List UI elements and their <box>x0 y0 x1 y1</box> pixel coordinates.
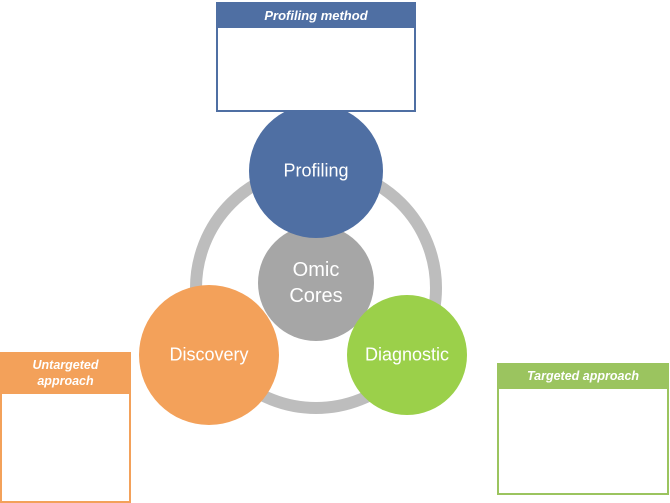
profiling-circle <box>249 104 383 238</box>
discovery-circle <box>139 285 279 425</box>
untargeted-title-line2: approach <box>37 374 94 388</box>
profiling-method-title: Profiling method <box>218 4 414 28</box>
profiling-label: Profiling <box>283 160 349 181</box>
center-line1: Omic <box>292 259 340 281</box>
diagnostic-label: Diagnostic <box>364 344 450 365</box>
discovery-label: Discovery <box>169 344 249 365</box>
center-circle <box>258 225 374 341</box>
targeted-approach-title: Targeted approach <box>499 365 667 389</box>
profiling-method-box: Profiling method <box>216 2 416 112</box>
diagnostic-circle <box>347 295 467 415</box>
targeted-approach-box: Targeted approach <box>497 363 669 495</box>
untargeted-title-line1: Untargeted <box>32 358 99 373</box>
omic-cores-label: Omic Cores <box>289 257 342 309</box>
untargeted-approach-title: Untargeted approach <box>2 354 129 394</box>
untargeted-approach-box: Untargeted approach <box>0 352 131 503</box>
center-line2: Cores <box>289 285 343 307</box>
